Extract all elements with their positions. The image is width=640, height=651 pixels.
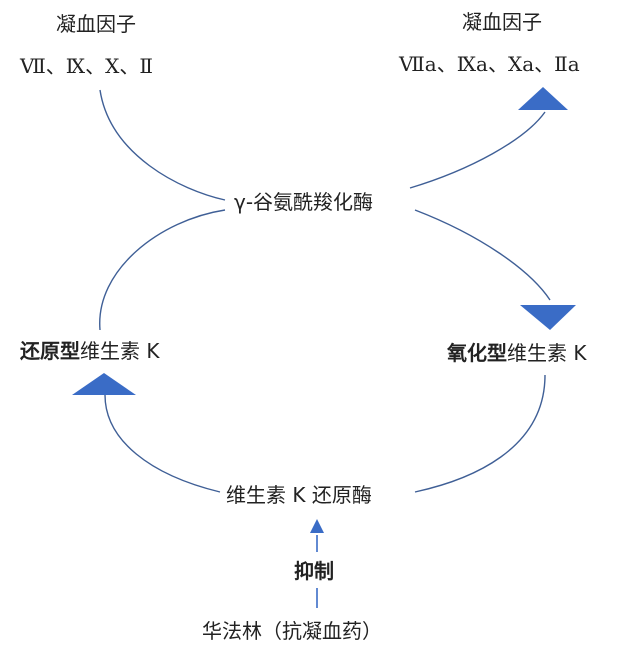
reduced-bold: 还原型 bbox=[20, 339, 80, 363]
top-left-factors: Ⅶ、Ⅸ、Ⅹ、Ⅱ bbox=[20, 54, 153, 78]
oxidized-rest: 维生素 K bbox=[507, 341, 587, 365]
top-left-title: 凝血因子 bbox=[56, 12, 136, 36]
carboxylase-label: γ-谷氨酰羧化酶 bbox=[234, 190, 374, 214]
inhibit-bold: 抑制 bbox=[294, 559, 334, 583]
warfarin-label: 华法林（抗凝血药） bbox=[202, 619, 382, 643]
curve-oxidized-to-reductase bbox=[414, 374, 546, 493]
arrow-up-reduced bbox=[72, 373, 136, 395]
top-right-title: 凝血因子 bbox=[462, 10, 542, 34]
arrow-down-oxidized bbox=[520, 305, 576, 330]
curve-reduced-to-carboxylase bbox=[99, 209, 226, 331]
inhibit-label: 抑制 bbox=[294, 559, 334, 583]
arrow-up-inhibit bbox=[310, 519, 324, 533]
reductase-label: 维生素 K 还原酶 bbox=[226, 483, 372, 507]
curve-carboxylase-to-oxidized bbox=[414, 209, 551, 301]
reduced-rest: 维生素 K bbox=[80, 339, 160, 363]
curve-carboxylase-to-activated-factors bbox=[409, 111, 546, 189]
curve-reductase-to-reduced bbox=[104, 394, 221, 493]
reduced-vitamin-k-label: 还原型维生素 K bbox=[20, 339, 159, 363]
oxidized-vitamin-k-label: 氧化型维生素 K bbox=[447, 341, 586, 365]
arrow-up-activated-factors bbox=[518, 87, 568, 110]
curve-factors-to-carboxylase bbox=[99, 89, 226, 201]
oxidized-bold: 氧化型 bbox=[447, 341, 507, 365]
top-right-factors: Ⅶa、Ⅸa、Ⅹa、Ⅱa bbox=[399, 52, 580, 76]
